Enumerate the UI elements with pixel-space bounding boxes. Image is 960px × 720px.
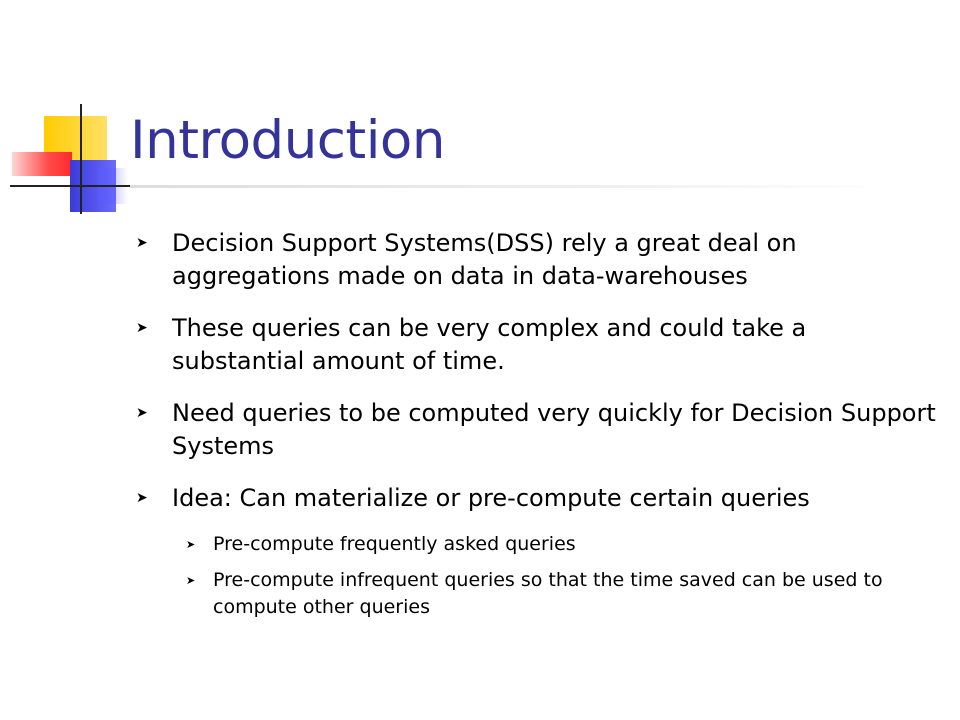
- arrow-bullet-icon: ➤: [136, 320, 148, 336]
- bullet-text: Idea: Can materialize or pre-compute cer…: [172, 484, 810, 512]
- sub-bullet-item: ➤ Pre-compute infrequent queries so that…: [136, 567, 936, 621]
- arrow-bullet-icon: ➤: [136, 235, 148, 251]
- slide-title: Introduction: [130, 110, 445, 171]
- arrow-bullet-icon: ➤: [186, 574, 196, 587]
- arrow-bullet-icon: ➤: [186, 538, 196, 551]
- arrow-bullet-icon: ➤: [136, 490, 148, 506]
- vertical-line: [80, 104, 82, 214]
- bullet-item: ➤ These queries can be very complex and …: [136, 312, 936, 378]
- decorative-logo: [0, 0, 140, 230]
- sub-bullet-text: Pre-compute infrequent queries so that t…: [213, 569, 883, 618]
- bullet-item: ➤ Idea: Can materialize or pre-compute c…: [136, 482, 936, 515]
- bullet-text: These queries can be very complex and co…: [172, 314, 807, 375]
- bullet-item: ➤ Decision Support Systems(DSS) rely a g…: [136, 227, 936, 293]
- arrow-bullet-icon: ➤: [136, 405, 148, 421]
- bullet-item: ➤ Need queries to be computed very quick…: [136, 397, 936, 463]
- bullet-text: Decision Support Systems(DSS) rely a gre…: [172, 229, 797, 290]
- title-underline: [130, 185, 900, 188]
- bullet-list: ➤ Decision Support Systems(DSS) rely a g…: [136, 227, 936, 630]
- horizontal-line: [10, 185, 130, 187]
- red-square: [12, 152, 72, 176]
- sub-bullet-text: Pre-compute frequently asked queries: [213, 533, 576, 555]
- bullet-text: Need queries to be computed very quickly…: [172, 399, 936, 460]
- sub-bullet-item: ➤ Pre-compute frequently asked queries: [136, 531, 936, 558]
